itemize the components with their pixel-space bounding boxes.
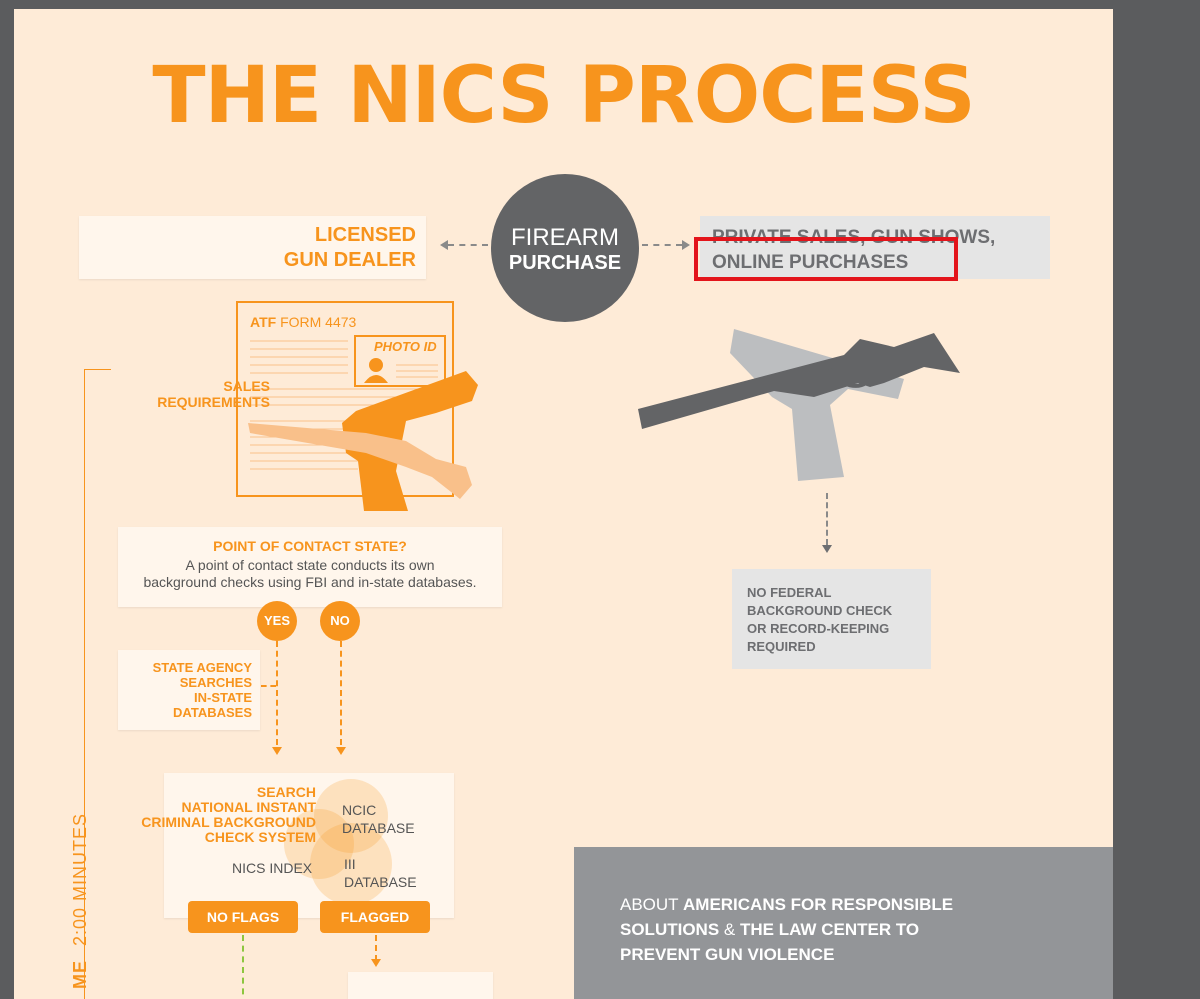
connector-left [448,244,488,246]
search-label: SEARCH NATIONAL INSTANT CRIMINAL BACKGRO… [118,785,316,845]
timeline-line [84,369,85,999]
document-page: THE NICS PROCESS LICENSED GUN DEALER FIR… [14,9,1113,999]
yes-flow-line [276,641,278,745]
orange-guns-icon [248,371,478,511]
private-line2: ONLINE PURCHASES [712,252,909,273]
search-line1: SEARCH [256,784,316,800]
timeline-label: ME 2:00 MINUTES [70,813,270,989]
ncic-label: NCIC DATABASE [342,801,415,837]
about-org1: AMERICANS FOR RESPONSIBLE [683,895,954,914]
down-arrow-icon [822,545,832,553]
search-line4: CHECK SYSTEM [204,829,316,845]
ncic-line1: NCIC [342,802,377,818]
no-flags-badge: NO FLAGS [188,901,298,933]
no-flow-line [340,641,342,745]
atf-form-outline [236,301,454,497]
firearm-purchase-circle: FIREARM PURCHASE [491,174,639,322]
no-arrow-icon [336,747,346,755]
connector-right [642,244,682,246]
circle-line2: PURCHASE [508,252,622,274]
dealer-line1: LICENSED [314,224,416,246]
no-flags-flow-line [242,935,244,999]
timeline-tick [84,369,111,370]
timeline-rest: 2:00 MINUTES [70,812,90,946]
sales-line2: REQUIREMENTS [157,394,270,410]
person-icon [364,358,438,383]
state-line4: DATABASES [173,705,252,720]
state-agency-box: STATE AGENCY SEARCHES IN-STATE DATABASES [118,650,260,730]
state-line2: SEARCHES [179,675,252,690]
nofed-line2: BACKGROUND CHECK [747,603,893,618]
venn-circle-ncic [314,779,388,853]
no-badge: NO [320,601,360,641]
highlight-rectangle [694,237,958,281]
licensed-dealer-box: LICENSED GUN DEALER [79,216,426,279]
search-nics-box [164,773,454,918]
flagged-flow-line [375,935,377,961]
yes-branch-line [261,685,276,687]
about-org2b: THE LAW CENTER TO [739,920,920,939]
search-line3: CRIMINAL BACKGROUND [141,814,316,830]
nofed-line1: NO FEDERAL [747,585,832,600]
grey-guns-icon [638,329,960,481]
about-amp: & [723,920,736,939]
contact-desc1: A point of contact state conducts its ow… [185,557,435,573]
yes-arrow-icon [272,747,282,755]
page-title: THE NICS PROCESS [152,51,975,141]
about-prefix: ABOUT [620,895,679,914]
form-prefix: ATF [250,314,277,330]
flagged-badge: FLAGGED [320,901,430,933]
iii-label: III DATABASE [344,855,417,891]
contact-question: POINT OF CONTACT STATE? [213,538,407,554]
no-federal-check-box: NO FEDERAL BACKGROUND CHECK OR RECORD-KE… [732,569,931,669]
dealer-line2: GUN DEALER [283,249,416,271]
circle-line1: FIREARM [511,224,619,251]
search-line2: NATIONAL INSTANT [181,799,316,815]
timeline-bold: ME [70,960,90,989]
yes-badge: YES [257,601,297,641]
about-box: ABOUT AMERICANS FOR RESPONSIBLE SOLUTION… [574,847,1113,999]
about-org2a: SOLUTIONS [620,920,720,939]
state-line3: IN-STATE [193,690,252,705]
flagged-arrow-icon [371,959,381,967]
arrow-left-icon [440,240,448,250]
venn-circle-nics [284,809,354,879]
photo-id-label: PHOTO ID [374,339,437,354]
grey-connector-down [826,493,828,545]
ncic-line2: DATABASE [342,820,415,836]
form-lines [250,340,438,470]
viewer-background [1113,0,1200,982]
sales-line1: SALES [223,378,270,394]
nics-index-label: NICS INDEX [232,860,313,876]
about-org3: PREVENT GUN VIOLENCE [620,945,835,964]
state-line1: STATE AGENCY [152,660,252,675]
arrow-right-icon [682,240,690,250]
sales-requirements-label: SALES REQUIREMENTS [124,378,270,410]
next-step-box [348,972,493,999]
venn-circle-iii [310,823,392,905]
nofed-line3: OR RECORD-KEEPING [747,621,890,636]
form-label: ATF FORM 4473 [250,314,356,330]
contact-desc2: background checks using FBI and in-state… [143,574,477,590]
iii-line1: III [344,856,356,872]
form-name: FORM 4473 [280,314,357,330]
point-of-contact-box: POINT OF CONTACT STATE? A point of conta… [118,527,502,607]
iii-line2: DATABASE [344,874,417,890]
photo-id-card [354,335,446,387]
nofed-line4: REQUIRED [747,639,816,654]
